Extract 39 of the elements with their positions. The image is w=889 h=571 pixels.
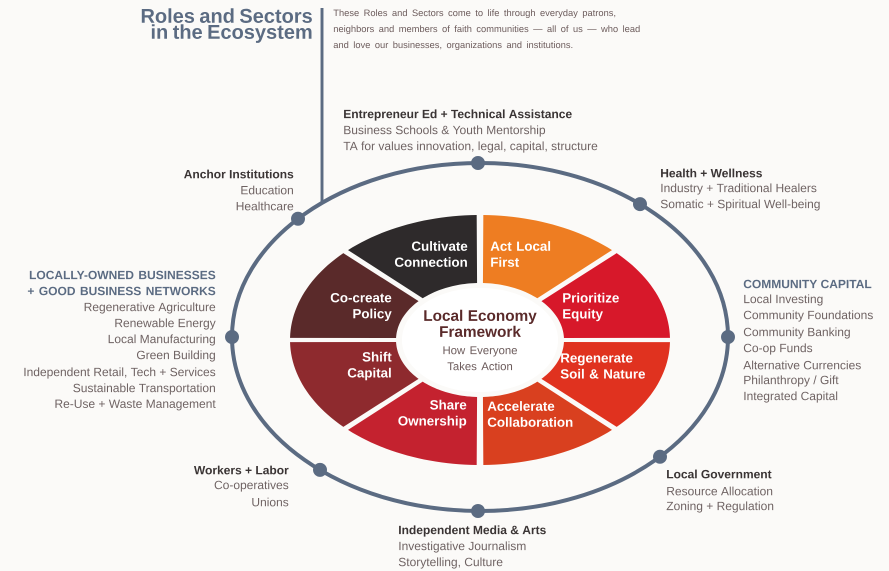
sector-item: Re-Use + Waste Management bbox=[55, 400, 216, 410]
sector-heading: Independent Media & Arts bbox=[399, 525, 546, 537]
sector-heading: LOCALLY-OWNED BUSINESSES + GOOD BUSINESS NETWORKS bbox=[28, 270, 216, 296]
sector-item: Local Investing bbox=[744, 294, 823, 306]
sector-item: Community Foundations bbox=[744, 310, 873, 322]
sector-item: Education bbox=[241, 186, 293, 194]
wedge: Share Ownership bbox=[348, 382, 478, 465]
sector-heading: Workers + Labor bbox=[194, 466, 289, 474]
sector-heading: Health + Wellness bbox=[661, 168, 762, 178]
sector-item: Business Schools & Youth Mentorship bbox=[344, 125, 546, 137]
sector-item: Renewable Energy bbox=[115, 318, 216, 330]
wedge: Accelerate Collaboration bbox=[482, 382, 612, 465]
intro-paragraph: These Roles and Sectors come to life through everyday patrons, neighbors and members of faith communities — all of us — who lead and love our businesses, organizations and institutions. bbox=[333, 9, 640, 50]
sector-item: Local Manufacturing bbox=[108, 334, 215, 346]
sector-heading: Local Government bbox=[667, 470, 772, 478]
title: Roles and Sectors in the Ecosystem bbox=[142, 8, 312, 43]
sector-item: Green Building bbox=[136, 350, 215, 362]
sector-item: Co-op Funds bbox=[744, 343, 812, 355]
sector-item: Sustainable Transportation bbox=[73, 383, 215, 395]
sector-item: TA for values innovation, legal, capital, structure bbox=[344, 141, 598, 153]
sector-item: Regenerative Agriculture bbox=[84, 302, 216, 314]
sector-item: Storytelling, Culture bbox=[398, 557, 502, 569]
sector-item: Alternative Currencies bbox=[743, 360, 861, 370]
sector-item: Community Banking bbox=[744, 327, 850, 339]
sector-item: Zoning + Regulation bbox=[666, 501, 774, 513]
sector-item: Healthcare bbox=[236, 202, 294, 210]
sector-item: Investigative Journalism bbox=[399, 541, 526, 553]
sector-heading: Entrepreneur Ed + Technical Assistance bbox=[344, 109, 572, 121]
sector-heading: COMMUNITY CAPITAL bbox=[744, 280, 872, 288]
sector-item: Unions bbox=[252, 498, 288, 506]
sector-item: Integrated Capital bbox=[744, 391, 838, 403]
sector-item: Somatic + Spiritual Well-being bbox=[660, 199, 820, 211]
sector-item: Industry + Traditional Healers bbox=[661, 183, 816, 195]
sector-item: Independent Retail, Tech + Services bbox=[24, 367, 216, 379]
sector-heading: Anchor Institutions bbox=[184, 170, 294, 178]
wedge: Prioritize Equity bbox=[541, 253, 670, 338]
sector-item: Resource Allocation bbox=[667, 486, 772, 496]
sector-item: Co-operatives bbox=[214, 480, 288, 492]
sector-item: Philanthropy / Gift bbox=[744, 375, 839, 387]
